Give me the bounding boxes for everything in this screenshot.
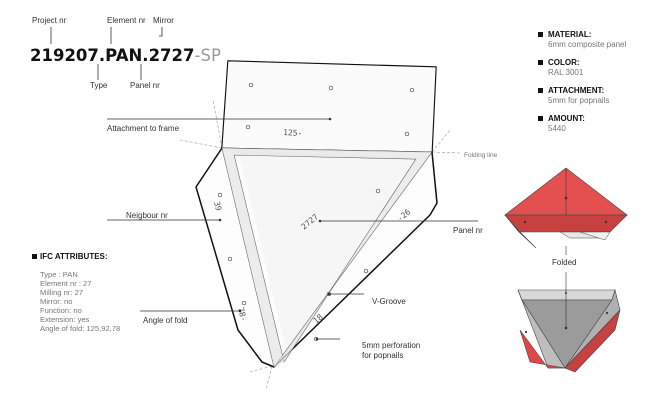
svg-text:RAL 3001: RAL 3001 [548,68,584,77]
svg-text:Milling nr: 27: Milling nr: 27 [40,288,83,297]
svg-text:Mirror: no: Mirror: no [40,297,73,306]
callout-neighbour: Neigbour nr [126,211,168,220]
svg-text:MATERIAL:: MATERIAL: [548,30,591,39]
svg-text:6mm composite panel: 6mm composite panel [548,40,626,49]
label-mirror: Mirror [153,16,174,25]
svg-text:Function: no: Function: no [40,306,82,315]
mark-top-flap: 125- [283,128,303,138]
label-element-nr: Element nr [107,16,146,25]
svg-text:Element nr : 27: Element nr : 27 [40,279,92,288]
folded-view-bottom [517,282,621,373]
callout-folding-line: Folding line [464,152,498,159]
label-panel-nr: Panel nr [130,81,160,90]
svg-text:AMOUNT:: AMOUNT: [548,114,585,123]
svg-text:5mm for popnails: 5mm for popnails [548,96,609,105]
callout-perforation-2: for popnails [362,351,403,360]
callout-attachment: Attachment to frame [107,124,180,133]
label-type: Type [90,81,108,90]
callouts [107,117,478,341]
top-flap [221,60,437,153]
mark-left: 39 [212,200,223,212]
svg-text:IFC ATTRIBUTES:: IFC ATTRIBUTES: [40,252,108,261]
callout-vgroove: V-Groove [372,297,406,306]
callout-angle: Angle of fold [143,316,187,325]
svg-text:ATTACHMENT:: ATTACHMENT: [548,86,604,95]
label-folded: Folded [552,258,576,267]
specs: MATERIAL: 6mm composite panel COLOR: RAL… [538,30,626,133]
triangle-face [238,150,418,354]
svg-text:Extension: yes: Extension: yes [40,315,90,324]
svg-text:COLOR:: COLOR: [548,58,580,67]
header-code: Project nr Element nr Mirror 219207.PAN.… [30,16,221,90]
callout-panel-nr: Panel nr [453,226,483,235]
callout-perforation-1: 5mm perforation [362,341,420,350]
ifc-attributes: IFC ATTRIBUTES: Type : PAN Element nr : … [32,252,120,333]
label-project-nr: Project nr [32,16,67,25]
folded-view-top [504,167,628,249]
panel-code: 219207.PAN.2727-SP [30,46,221,65]
svg-text:Angle of fold: 125,92,78: Angle of fold: 125,92,78 [40,324,120,333]
svg-text:5440: 5440 [548,124,566,133]
svg-text:Type : PAN: Type : PAN [40,270,78,279]
